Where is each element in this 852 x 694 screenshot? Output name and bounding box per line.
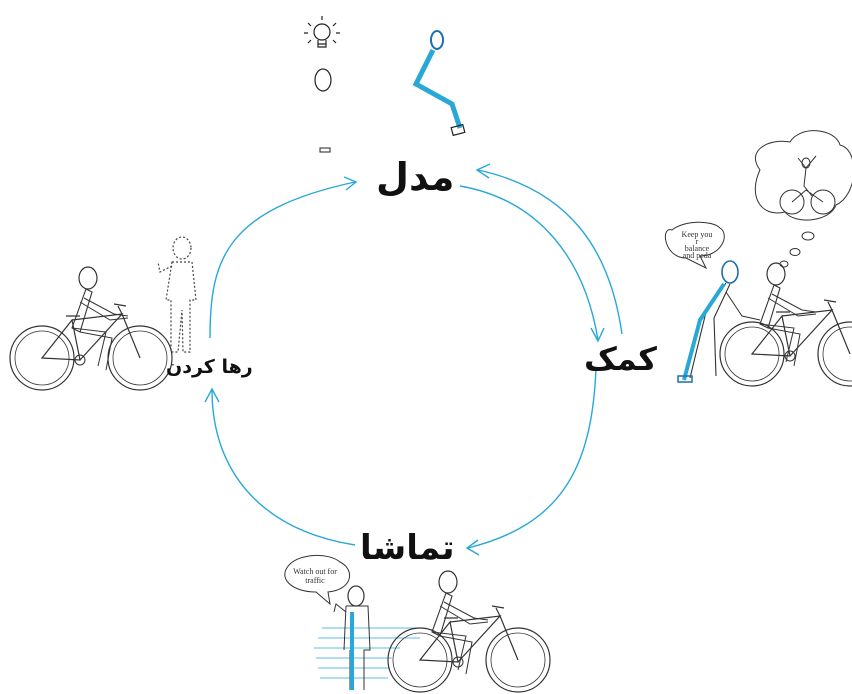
arrow-help-to-watch: [467, 367, 597, 549]
help-bubble-line-2: r: [696, 237, 699, 246]
watch-bubble-line-2: traffic: [305, 576, 325, 585]
small-marker-icon: [319, 147, 331, 153]
stage-label-release: رها کردن: [166, 356, 253, 378]
arrowheads: [204, 163, 605, 556]
arrow-help-to-model: [477, 169, 623, 335]
help-speech-bubble: Keep you r balance and peda: [664, 221, 725, 270]
lightbulb-icon: [304, 16, 340, 48]
thought-bubble-rider-icon: [779, 155, 836, 215]
help-thought-bubble-icon: [754, 130, 852, 268]
watch-speech-bubble: Watch out for traffic: [284, 555, 351, 606]
stage-label-watch: تماشا: [360, 528, 455, 568]
teaching-arm-icon: [412, 30, 466, 137]
stage-label-help: کمک: [584, 340, 657, 378]
arrow-release-to-model: [209, 181, 356, 339]
arrow-model-to-help: [459, 185, 599, 341]
observer-adult-icon: [333, 585, 371, 690]
release-rider-bicycle-icon: [9, 266, 173, 391]
watch-rider-bicycle-icon: [387, 570, 551, 693]
head-outline-icon: [314, 68, 332, 92]
helper-adult-icon: [677, 260, 761, 383]
help-bubble-line-1: Keep you: [682, 230, 713, 239]
ghost-person-icon: [157, 236, 197, 353]
help-bubble-line-4: and peda: [683, 251, 712, 260]
help-bubble-line-3: balance: [685, 244, 710, 253]
help-rider-bicycle-icon: [719, 262, 852, 387]
arrow-watch-to-release: [211, 389, 356, 546]
cycle-arrows: [209, 169, 623, 549]
stage-label-model: مدل: [376, 155, 455, 199]
traffic-lines-icon: [314, 627, 420, 679]
watch-bubble-line-1: Watch out for: [293, 567, 337, 576]
